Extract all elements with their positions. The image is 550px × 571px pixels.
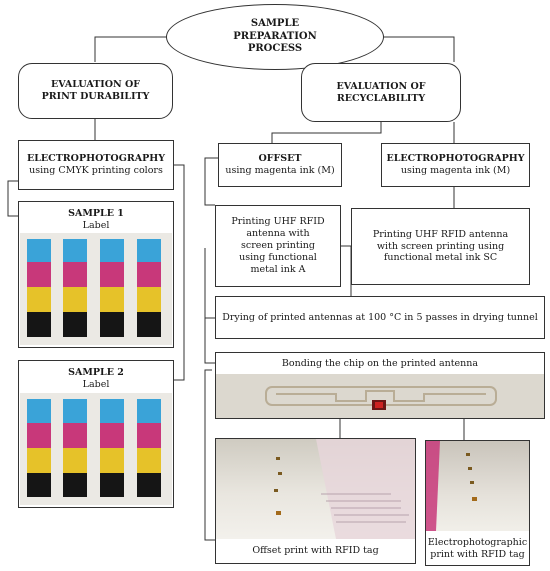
electro-tag-l1: Electrophotographic [427,537,528,549]
electro-tags-graphic [426,441,477,531]
offset-tag-text: Offset print with RFID tag [252,545,379,557]
electro-cmyk-title: ELECTROPHOTOGRAPHY [27,153,165,165]
recyclability-line2: RECYCLABILITY [336,92,426,104]
sample2-strip [137,399,161,497]
print-a-l5: metal ink A [250,263,306,275]
sample1-sub: Label [82,219,110,231]
antenna-photo [216,374,544,418]
offset-tags-graphic [274,439,415,539]
print-sc-l2: with screen printing using [376,240,505,252]
recyclability-line1: EVALUATION OF [336,80,426,92]
top-line2: PREPARATION [233,30,317,42]
sample-1-photo [20,233,172,345]
sample2-strip [100,399,124,497]
electrophotography-magenta-node: ELECTROPHOTOGRAPHY using magenta ink (M) [381,143,530,187]
durability-line2: PRINT DURABILITY [41,91,150,102]
print-sc-l1: Printing UHF RFID antenna [372,228,509,240]
top-line3: PROCESS [247,43,303,55]
offset-node: OFFSET using magenta ink (M) [218,143,342,187]
sample1-strip [27,239,51,337]
sample2-sub: Label [82,378,110,390]
sample2-strip [63,399,87,497]
electro-cmyk-sub: using CMYK printing colors [29,165,163,176]
sample-2-photo [20,393,172,505]
rfid-antenna-graphic [265,386,497,410]
electro-tag-l2: print with RFID tag [430,549,525,561]
print-durability-node: EVALUATION OF PRINT DURABILITY [18,63,173,119]
sample2-title: SAMPLE 2 [68,367,124,378]
top-line1: SAMPLE [250,18,300,30]
sample-preparation-process-node: SAMPLE PREPARATION PROCESS [166,4,384,70]
drying-text: Drying of printed antennas at 100 °C in … [222,311,538,323]
print-a-l1: Printing UHF RFID [231,216,325,228]
offset-print-photo [216,439,415,539]
printing-ink-a-node: Printing UHF RFID antenna with screen pr… [215,205,341,287]
sample1-strip [137,239,161,337]
electrophotography-cmyk-node: ELECTROPHOTOGRAPHY using CMYK printing c… [18,140,174,190]
print-a-l2: antenna with [246,228,310,240]
print-a-l3: screen printing [241,240,315,252]
drying-node: Drying of printed antennas at 100 °C in … [215,296,545,339]
electro-m-sub: using magenta ink (M) [400,165,511,176]
print-a-l4: using functional [239,251,317,263]
sample1-strip [63,239,87,337]
recyclability-node: EVALUATION OF RECYCLABILITY [301,63,461,122]
sample2-strip [27,399,51,497]
sample1-title: SAMPLE 1 [68,208,124,219]
electro-print-photo [426,441,529,531]
offset-title: OFFSET [258,153,302,165]
durability-line1: EVALUATION OF [50,79,141,91]
printing-ink-sc-node: Printing UHF RFID antenna with screen pr… [351,208,530,285]
electro-m-title: ELECTROPHOTOGRAPHY [386,153,525,165]
offset-sub: using magenta ink (M) [225,165,335,176]
sample1-strip [100,239,124,337]
bonding-text: Bonding the chip on the printed antenna [281,358,479,369]
print-sc-l3: functional metal ink SC [383,252,498,264]
